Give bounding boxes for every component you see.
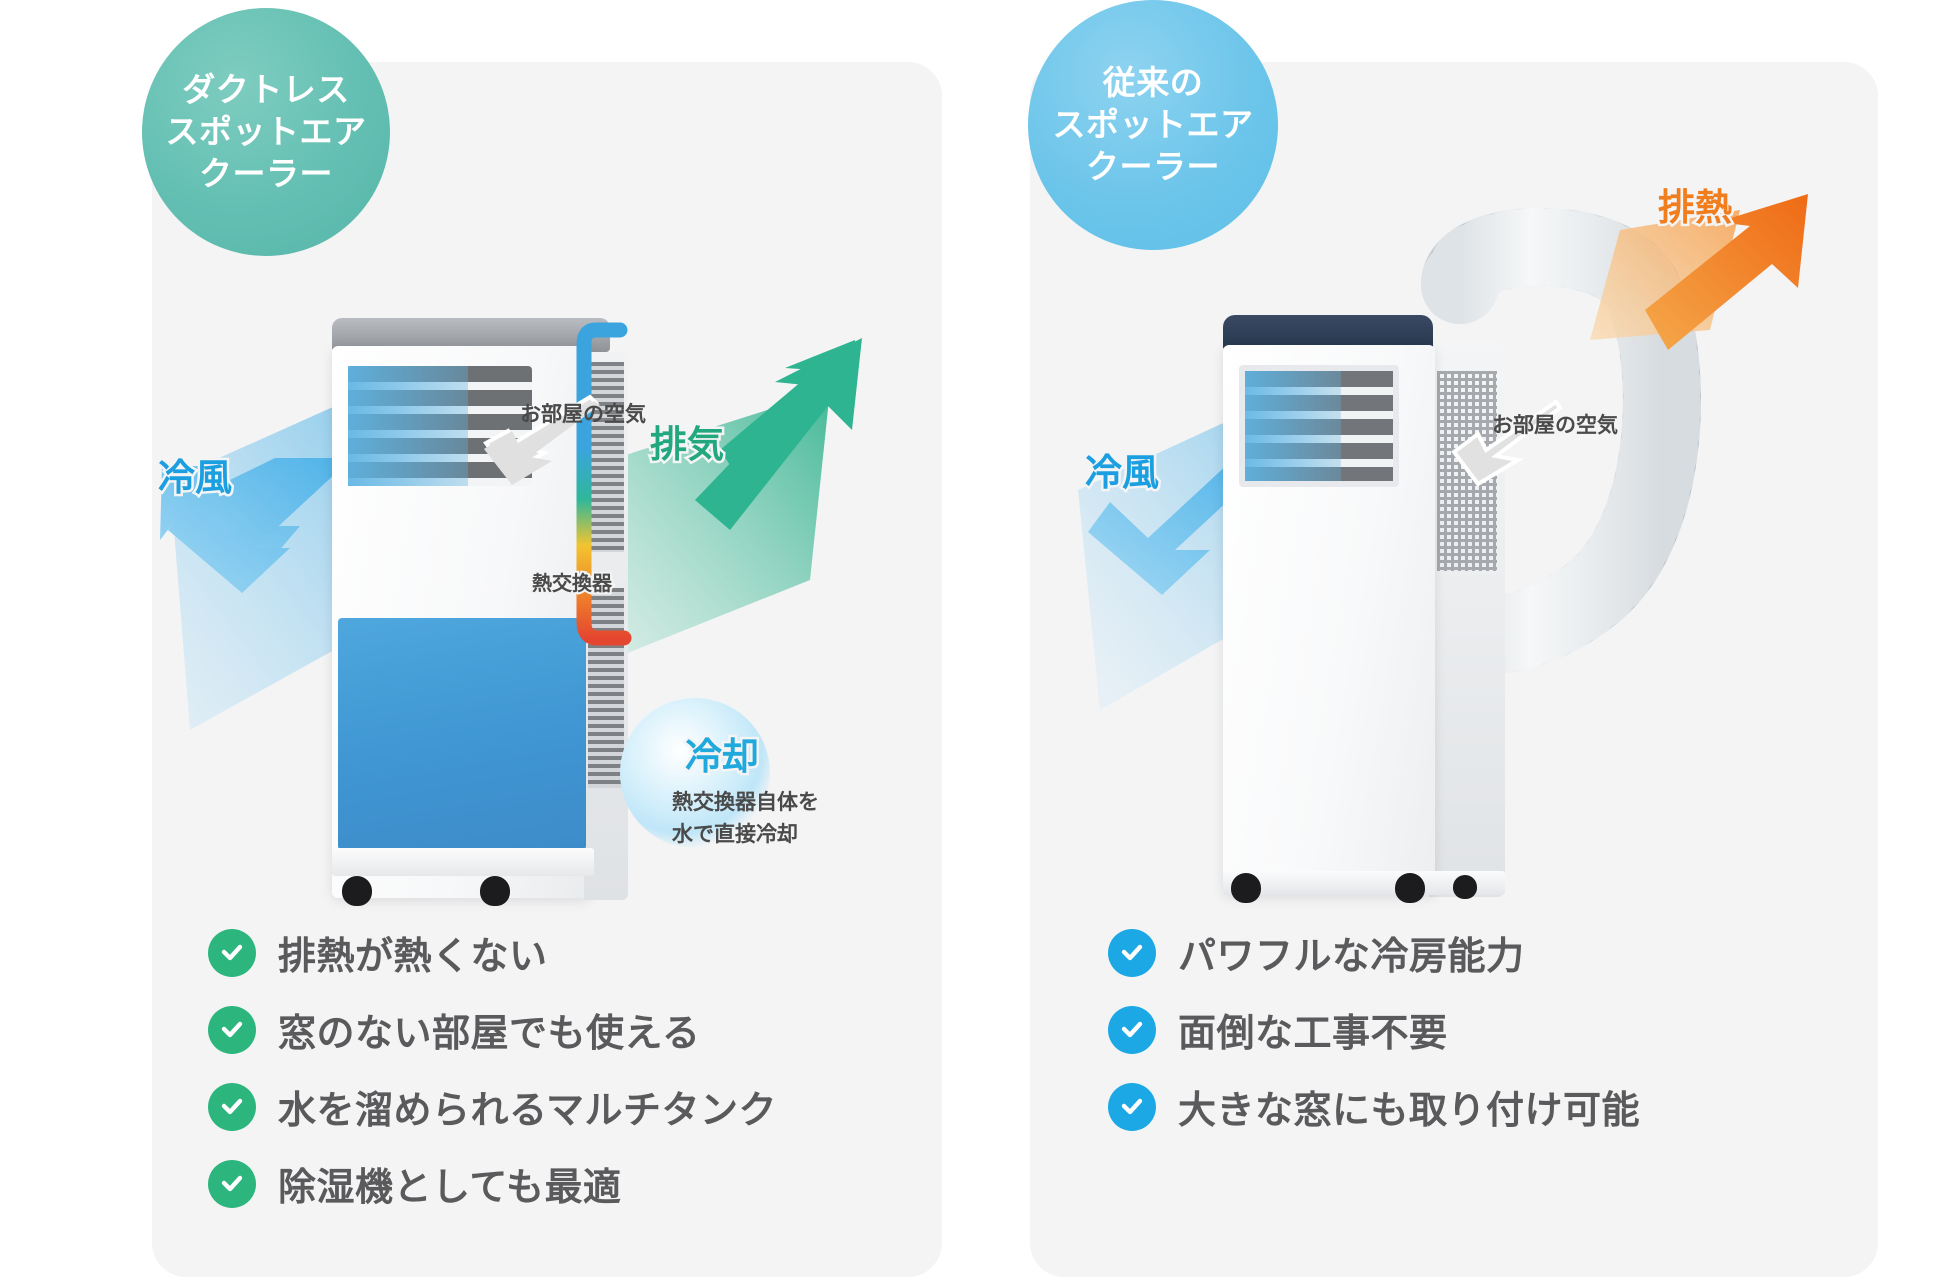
feature-list-ductless: 排熱が熱くない 窓のない部屋でも使える 水を溜められるマルチタンク 除湿機として… <box>208 925 777 1233</box>
badge-ductless: ダクトレス スポットエア クーラー <box>142 8 390 256</box>
feature-item: 面倒な工事不要 <box>1108 1002 1640 1057</box>
badge-right-line-1: 従来の <box>1102 63 1204 101</box>
exhaust-heat-arrow <box>1590 194 1808 350</box>
label-cooling-sub-1: 熱交換器自体を <box>672 791 819 814</box>
feature-label: 除湿機としても最適 <box>278 1167 622 1209</box>
label-cooling-title: 冷却 <box>683 733 762 779</box>
check-icon <box>208 1005 256 1054</box>
badge-left-line-2: スポットエア <box>165 112 367 150</box>
label-exhaust-heat: 排熱 <box>1656 184 1735 230</box>
badge-conventional: 従来の スポットエア クーラー <box>1028 0 1278 250</box>
feature-list-conventional: パワフルな冷房能力 面倒な工事不要 大きな窓にも取り付け可能 <box>1108 925 1640 1156</box>
badge-right-line-3: クーラー <box>1086 148 1220 186</box>
exhaust-duct-hose <box>1421 207 1701 676</box>
badge-right-line-2: スポットエア <box>1052 105 1254 143</box>
conventional-cooler-illustration <box>1205 315 1515 903</box>
feature-label: 水を溜められるマルチタンク <box>278 1090 777 1132</box>
label-cool-air-left: 冷風 <box>156 454 235 500</box>
label-exhaust-left: 排気 <box>648 421 727 467</box>
check-icon <box>208 928 256 977</box>
label-room-air-left: お部屋の空気 <box>520 403 646 426</box>
heat-exchanger-pipe <box>576 322 632 646</box>
check-icon <box>208 1082 256 1131</box>
feature-label: パワフルな冷房能力 <box>1178 936 1525 978</box>
label-cooling-sub-2: 水で直接冷却 <box>672 823 798 846</box>
feature-label: 面倒な工事不要 <box>1178 1013 1448 1055</box>
cool-air-arrow-left <box>160 458 350 593</box>
feature-label: 排熱が熱くない <box>278 936 548 978</box>
label-room-air-right: お部屋の空気 <box>1492 414 1618 437</box>
cooling-glow <box>620 698 770 848</box>
feature-item: パワフルな冷房能力 <box>1108 925 1640 980</box>
feature-label: 大きな窓にも取り付け可能 <box>1178 1090 1641 1132</box>
badge-left-line-3: クーラー <box>199 155 333 193</box>
check-icon <box>1108 928 1156 977</box>
feature-item: 排熱が熱くない <box>208 925 777 980</box>
feature-item: 大きな窓にも取り付け可能 <box>1108 1079 1640 1134</box>
check-icon <box>208 1159 256 1208</box>
feature-item: 除湿機としても最適 <box>208 1156 777 1211</box>
badge-left-line-1: ダクトレス <box>182 70 350 108</box>
feature-item: 水を溜められるマルチタンク <box>208 1079 777 1134</box>
label-cool-air-right: 冷風 <box>1083 449 1162 495</box>
room-air-arrow-right <box>1451 399 1563 487</box>
exhaust-beam-left <box>610 338 862 660</box>
feature-item: 窓のない部屋でも使える <box>208 1002 777 1057</box>
feature-label: 窓のない部屋でも使える <box>278 1013 701 1055</box>
check-icon <box>1108 1082 1156 1131</box>
label-heat-exchanger: 熱交換器 <box>530 571 614 597</box>
check-icon <box>1108 1005 1156 1054</box>
room-air-arrow-left <box>483 394 600 485</box>
